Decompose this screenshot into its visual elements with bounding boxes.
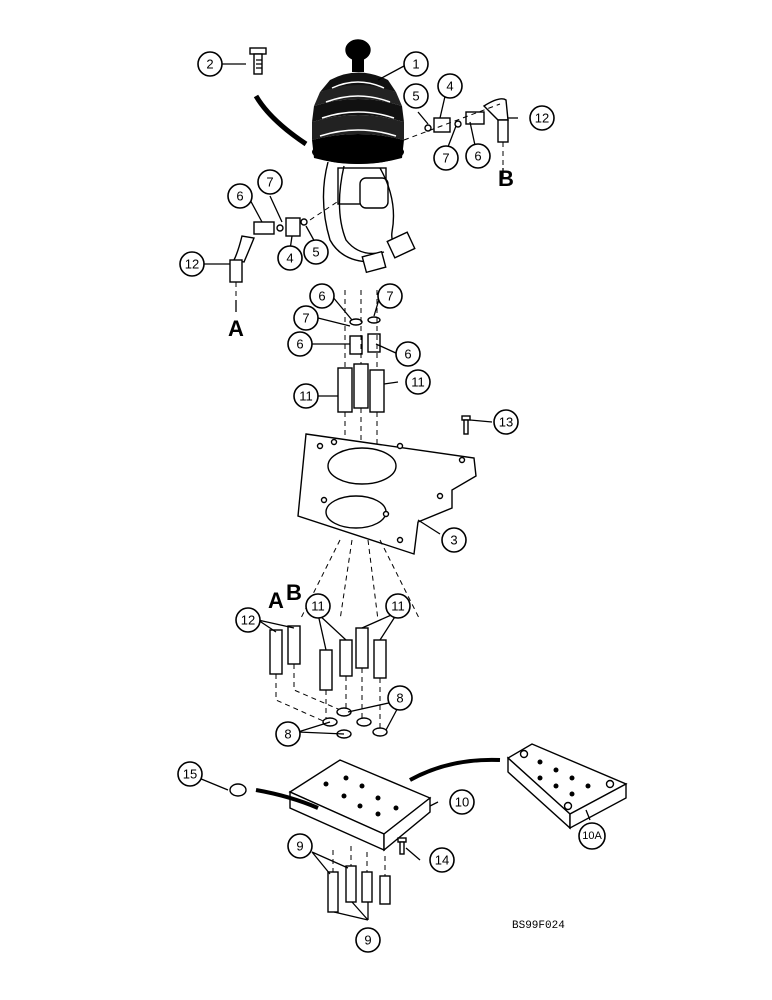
left-port-fittings <box>229 199 341 300</box>
callout-label: 10A <box>582 830 602 842</box>
block-detail-10A <box>506 743 628 830</box>
callout-label: 6 <box>236 189 243 204</box>
callout-label: 15 <box>183 767 197 782</box>
callout-label: 2 <box>206 57 213 72</box>
callout: 9 <box>355 927 381 953</box>
callout-label: 12 <box>241 613 255 628</box>
port-letter: B <box>286 580 302 605</box>
callout-label: 7 <box>266 175 273 190</box>
callout-label: 11 <box>391 599 405 614</box>
callout-label: 5 <box>312 245 319 260</box>
callout-label: 6 <box>404 347 411 362</box>
callout-label: 10 <box>455 795 469 810</box>
callout: 6 <box>309 283 335 309</box>
callout-label: 1 <box>412 57 419 72</box>
callout: 12 <box>235 607 261 633</box>
callout-label: 9 <box>364 933 371 948</box>
callout-label: 8 <box>284 727 291 742</box>
port-letter: B <box>498 166 514 191</box>
callout: 5 <box>303 239 329 265</box>
callout: 7 <box>257 169 283 195</box>
callout: 12 <box>179 251 205 277</box>
callout: 11 <box>305 593 331 619</box>
callout: 6 <box>227 183 253 209</box>
callout-label: 13 <box>499 415 513 430</box>
screw-item-14 <box>397 837 407 855</box>
callout: 9 <box>287 833 313 859</box>
center-fittings <box>337 290 385 470</box>
port-letter: A <box>268 588 284 613</box>
callout-label: 11 <box>411 375 425 390</box>
callout-label: 6 <box>318 289 325 304</box>
callout-label: 11 <box>299 389 313 404</box>
callout: 13 <box>493 409 519 435</box>
screw-item-13 <box>461 415 471 435</box>
lower-fittings <box>269 625 387 730</box>
callout-label: 12 <box>185 257 199 272</box>
callout: 10 <box>449 789 475 815</box>
callout: 4 <box>437 73 463 99</box>
callout: 7 <box>433 145 459 171</box>
figure-code: BS99F024 <box>512 920 565 932</box>
right-port-fittings <box>403 98 509 168</box>
callout-label: 8 <box>396 691 403 706</box>
port-letter: A <box>228 316 244 341</box>
callout: 15 <box>177 761 203 787</box>
callout-label: 6 <box>296 337 303 352</box>
bolt-arrow <box>253 94 308 147</box>
callout-label: 9 <box>296 839 303 854</box>
callout: 6 <box>287 331 313 357</box>
bottom-fittings-item-9 <box>327 846 391 913</box>
callout: 8 <box>275 721 301 747</box>
callout: 1 <box>403 51 429 77</box>
callout: 2 <box>197 51 223 77</box>
callout: 6 <box>395 341 421 367</box>
callout-label: 4 <box>446 79 453 94</box>
joystick-assembly <box>312 39 416 274</box>
callout: 11 <box>293 383 319 409</box>
callout-label: 6 <box>474 149 481 164</box>
callout-label: 4 <box>286 251 293 266</box>
callout-label: 7 <box>302 311 309 326</box>
callout: 8 <box>387 685 413 711</box>
callout: 7 <box>293 305 319 331</box>
callout: 5 <box>403 83 429 109</box>
mounting-plate <box>297 433 477 555</box>
callout-label: 14 <box>435 853 449 868</box>
block-arrow-left <box>255 788 319 810</box>
callout-label: 12 <box>535 111 549 126</box>
callout-label: 3 <box>450 533 457 548</box>
guide-lines <box>299 539 421 621</box>
callout: 11 <box>405 369 431 395</box>
callout: 4 <box>277 245 303 271</box>
callout: 6 <box>465 143 491 169</box>
callout: 14 <box>429 847 455 873</box>
callout-label: 5 <box>412 89 419 104</box>
callout: 10A <box>578 822 606 850</box>
bolt-item-2 <box>249 47 267 75</box>
callout: 12 <box>529 105 555 131</box>
callout: 11 <box>385 593 411 619</box>
callout-label: 7 <box>442 151 449 166</box>
callout-label: 11 <box>311 599 325 614</box>
plug-item-15 <box>229 783 247 797</box>
callout: 7 <box>377 283 403 309</box>
block-arrow-right <box>409 757 501 782</box>
callout: 3 <box>441 527 467 553</box>
callout-label: 7 <box>386 289 393 304</box>
